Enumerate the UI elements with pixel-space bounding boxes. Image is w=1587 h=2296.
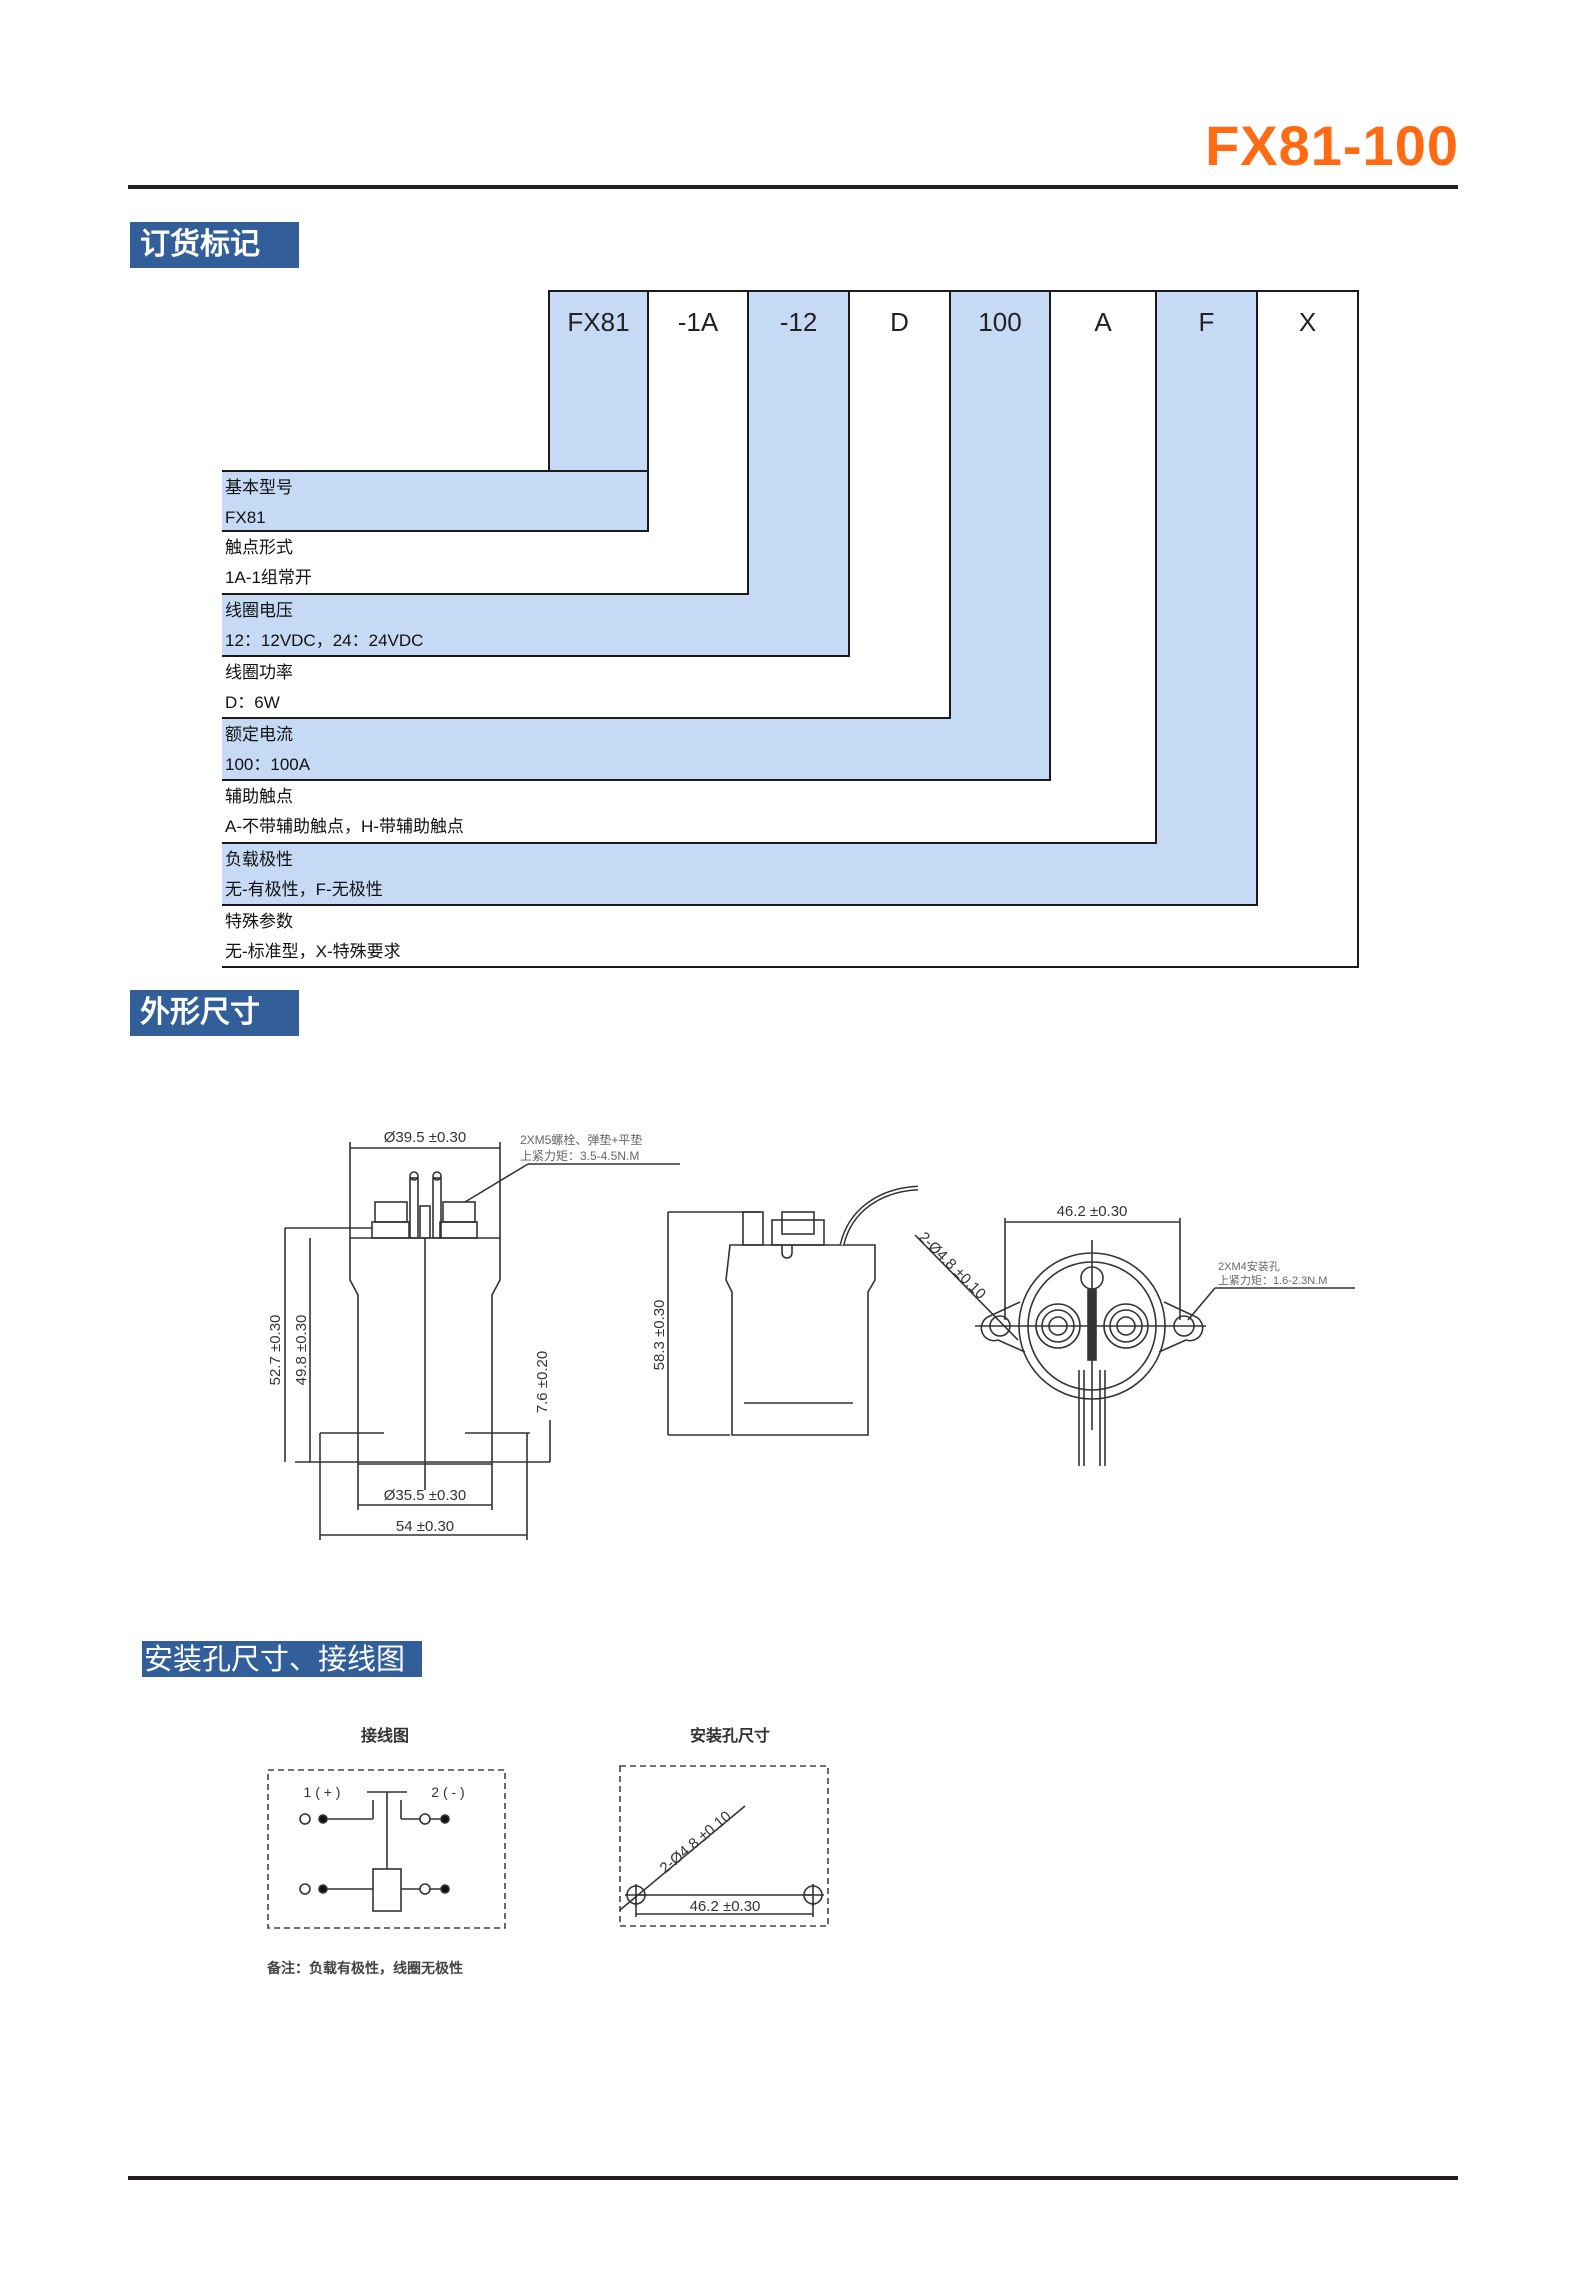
order-field-row: 特殊参数无-标准型，X-特殊要求 [222,905,1359,968]
mounting-diagram-title: 安装孔尺寸 [689,1726,770,1745]
dim-side-height: 58.3 ±0.30 [651,1300,668,1371]
dim-top-diameter: Ø39.5 ±0.30 [384,1129,466,1146]
order-field-desc: D：6W [225,692,280,712]
dim-hole-diameter: 2-Ø4.8 ±0.10 [915,1229,989,1303]
document-title: FX81-100 [1205,114,1459,177]
wiring-diagram: 1 ( + ) 2 ( - ) [267,1769,506,1929]
order-code-segment: 100 [951,290,1051,782]
header-rule [128,185,1458,189]
section-heading-mounting-wiring: 安装孔尺寸、接线图 [142,1641,422,1677]
side-view-drawing: 58.3 ±0.30 [651,1185,919,1436]
bolt-note-line1: 2XM5螺栓、弹垫+平垫 [520,1132,642,1147]
mount-note-line2: 上紧力矩：1.6-2.3N.M [1218,1274,1327,1287]
order-field-name: 线圈电压 [225,600,293,620]
order-table-border [848,290,850,657]
order-field-name: 线圈功率 [225,662,293,682]
wiring-diagram-title: 接线图 [360,1726,409,1745]
order-field-name: 辅助触点 [225,787,293,807]
mount-hole-diameter: 2-Ø4.8 ±0.10 [657,1808,735,1877]
footer-rule [128,2176,1458,2180]
order-field-name: 负载极性 [225,849,293,869]
order-field-row: 额定电流 100：100A [222,719,1051,782]
mount-note-line1: 2XM4安装孔 [1218,1259,1280,1273]
dim-flange-height: 7.6 ±0.20 [534,1351,551,1413]
order-field-name: 基本型号 [225,478,293,497]
order-table-border [647,290,649,533]
bolt-note-line2: 上紧力矩：3.5-4.5N.M [520,1149,639,1163]
section-heading-dimensions: 外形尺寸 [130,990,299,1036]
order-code-segment: A [1051,290,1157,844]
order-field-row: 线圈功率 D：6W [222,656,951,719]
order-code-segment: F [1157,290,1258,906]
dim-flange-width: 54 ±0.30 [396,1518,454,1535]
order-table-border [1357,290,1359,968]
order-table-border [1256,290,1258,906]
order-table-border [1155,290,1157,844]
order-field-row: 基本型号 FX81 [222,470,649,533]
order-field-name: 额定电流 [225,725,293,744]
order-table-border [747,290,749,595]
front-view-drawing: Ø39.5 ±0.30 2XM5螺栓、弹垫+平垫 上紧力矩：3.5-4.5N.M… [267,1129,680,1540]
mounting-hole-diagram: 46.2 ±0.30 2-Ø4.8 ±0.10 [619,1765,829,1927]
order-field-desc: 无-有极性，F-无极性 [225,879,383,899]
bottom-view-drawing: 46.2 ±0.30 2-Ø4.8 ±0.10 2XM4安装孔 上紧力矩：1.6… [914,1203,1355,1466]
order-code-segment: X [1258,290,1359,968]
dim-total-height: 52.7 ±0.30 [267,1315,284,1386]
order-field-desc: 12：12VDC，24：24VDC [225,630,424,650]
order-field-desc: A-不带辅助触点，H-带辅助触点 [225,817,464,837]
order-code-segment: D [850,290,951,719]
order-field-desc: 1A-1组常开 [225,568,312,588]
order-field-name: 特殊参数 [225,911,293,931]
order-field-row: 负载极性无-有极性，F-无极性 [222,843,1258,906]
order-field-desc: 无-标准型，X-特殊要求 [225,941,401,961]
order-field-row: 辅助触点 A-不带辅助触点，H-带辅助触点 [222,781,1157,844]
order-field-desc: FX81 [225,508,266,527]
order-field-row: 线圈电压 12：12VDC，24：24VDC [222,594,850,657]
order-table-border [1049,290,1051,782]
dim-body-height: 49.8 ±0.30 [293,1315,310,1386]
mount-hole-spacing: 46.2 ±0.30 [690,1898,761,1915]
terminal-2-label: 2 ( - ) [431,1784,464,1800]
section-heading-ordering: 订货标记 [130,222,299,268]
dim-body-diameter: Ø35.5 ±0.30 [384,1487,466,1504]
wiring-note: 备注：负载有极性，线圈无极性 [267,1961,463,1977]
dim-hole-spacing: 46.2 ±0.30 [1057,1203,1128,1220]
order-field-name: 触点形式 [225,538,293,558]
order-field-row: 触点形式 1A-1组常开 [222,532,749,595]
order-table-border [949,290,951,719]
terminal-1-label: 1 ( + ) [304,1784,341,1800]
order-field-desc: 100：100A [225,755,311,774]
